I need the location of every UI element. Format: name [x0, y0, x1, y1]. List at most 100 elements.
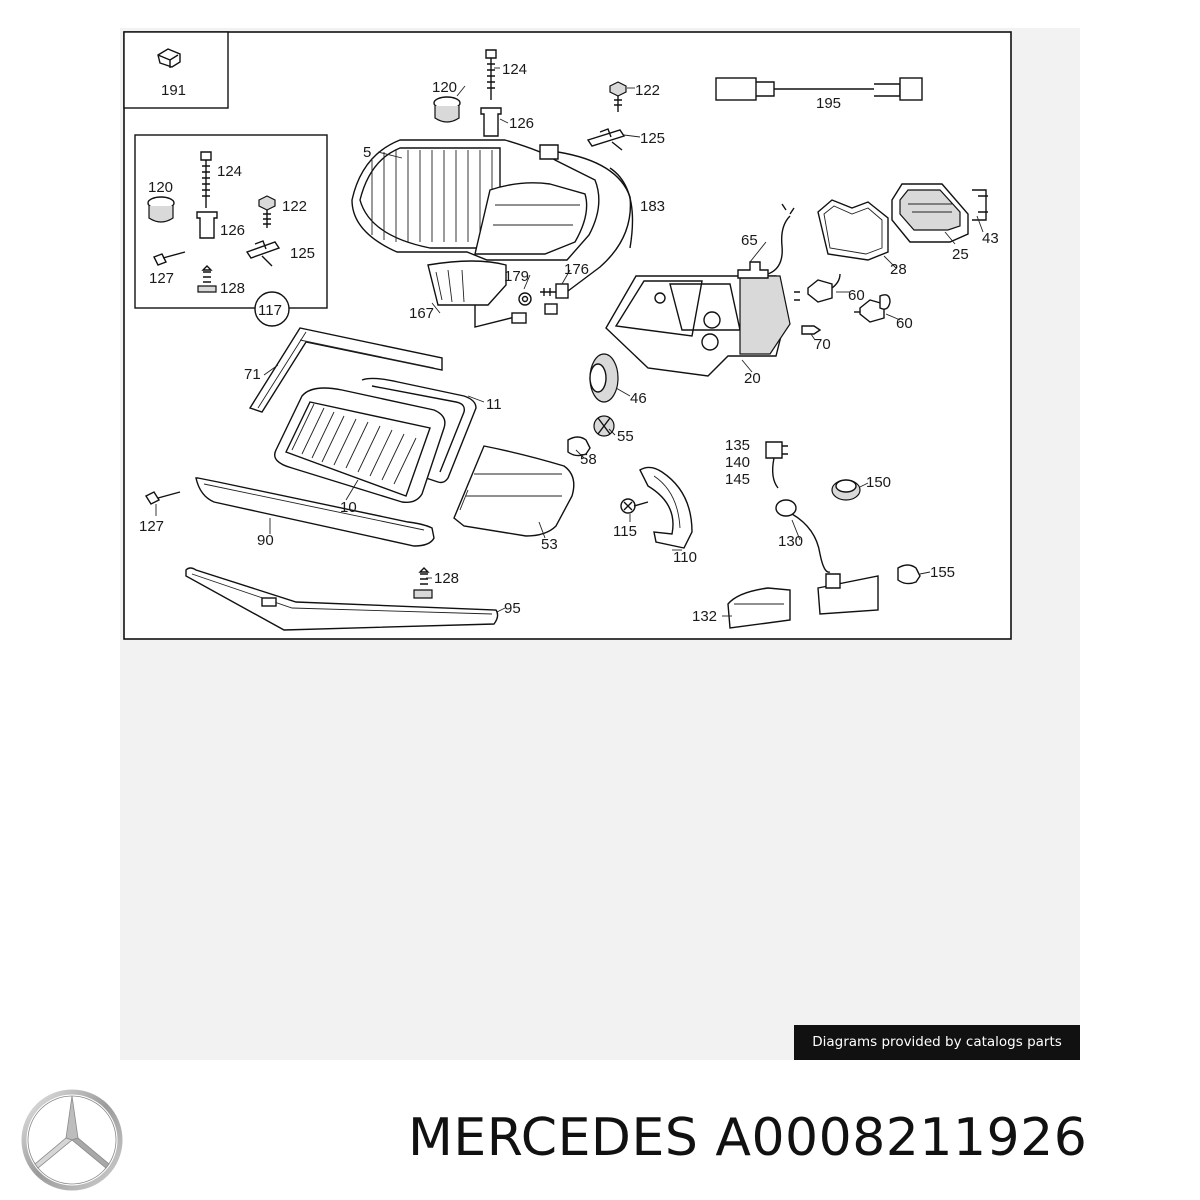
callout-125-top: 125 — [640, 130, 665, 147]
cap-46-icon — [589, 353, 619, 403]
bulb-155-icon — [897, 564, 921, 585]
callout-90: 90 — [257, 532, 274, 549]
screw-115-icon — [620, 498, 649, 514]
connector-cable-195-icon — [715, 77, 923, 101]
callout-43: 43 — [982, 230, 999, 247]
callout-circle-117 — [254, 291, 290, 327]
bulb-60-lower-icon — [854, 294, 891, 323]
bulb-58-icon — [567, 436, 591, 457]
seal-179-icon — [518, 292, 532, 306]
callout-127: 127 — [139, 518, 164, 535]
side-marker-lamp-icon — [817, 573, 879, 615]
mercedes-star-icon — [21, 1089, 123, 1191]
callout-128: 128 — [434, 570, 459, 587]
callout-132: 132 — [692, 608, 717, 625]
trim-strip-95-icon — [185, 567, 499, 631]
callout-5: 5 — [363, 144, 371, 161]
callout-128-inset: 128 — [220, 280, 245, 297]
callout-122-top: 122 — [635, 82, 660, 99]
screw-122-inset-icon — [258, 195, 276, 228]
signal-lens-53-icon — [453, 445, 575, 537]
grommet-130-icon — [775, 499, 831, 573]
callout-11: 11 — [486, 396, 502, 413]
trim-strip-90-icon — [195, 477, 435, 547]
bulb-60-upper-icon — [794, 273, 841, 303]
headlamp-assembly-5-icon — [351, 139, 632, 298]
trim-frame-71-icon — [248, 327, 443, 413]
callout-120-inset: 120 — [148, 179, 173, 196]
callout-110: 110 — [673, 549, 697, 566]
callout-167: 167 — [409, 305, 434, 322]
callout-179: 179 — [504, 268, 529, 285]
callout-115: 115 — [613, 523, 637, 540]
callout-60-lower: 60 — [896, 315, 913, 332]
callout-124-inset: 124 — [217, 163, 242, 180]
callout-126-top: 126 — [509, 115, 534, 132]
bulb-65-icon — [737, 203, 795, 279]
diagram-frame — [123, 31, 1012, 640]
callout-labels: 191 124 120 126 122 125 195 5 183 124 12… — [139, 61, 999, 625]
clip-125-icon — [586, 128, 626, 151]
grommet-120-icon — [433, 96, 461, 123]
callout-135: 135 — [725, 437, 750, 454]
callout-58: 58 — [580, 451, 597, 468]
bulb-holder-55-icon — [593, 415, 615, 437]
part-title: MERCEDES A0008211926 — [408, 1108, 1087, 1168]
callout-145: 145 — [725, 471, 750, 488]
leader-lines — [155, 67, 984, 617]
screw-127-inset-icon — [153, 251, 186, 266]
callout-183: 183 — [640, 198, 665, 215]
fog-lamp-167-icon — [427, 260, 527, 328]
callout-65: 65 — [741, 232, 758, 249]
callout-125-inset: 125 — [290, 245, 315, 262]
screw-127-icon — [144, 491, 181, 505]
gasket-25-icon — [891, 183, 969, 243]
gasket-28-icon — [817, 199, 889, 261]
holder-110-icon — [639, 466, 693, 549]
screw-128-inset-icon — [197, 265, 217, 293]
clip-126-inset-icon — [196, 211, 218, 239]
diagram-credit-label: Diagrams provided by catalogs parts — [794, 1025, 1080, 1060]
callout-122-inset: 122 — [282, 198, 307, 215]
callout-130: 130 — [778, 533, 803, 550]
callout-117: 117 — [258, 302, 282, 319]
screw-122-icon — [609, 81, 627, 112]
screw-124-icon — [485, 49, 497, 100]
headlamp-housing-20-icon — [605, 275, 791, 377]
inset-box-191 — [123, 31, 229, 109]
callout-120-top: 120 — [432, 79, 457, 96]
callout-155: 155 — [930, 564, 955, 581]
grommet-120-inset-icon — [147, 196, 175, 223]
socket-135-icon — [765, 441, 788, 489]
headlamp-lens-10-icon — [274, 387, 446, 504]
callout-124-top: 124 — [502, 61, 527, 78]
brand-name: MERCEDES — [408, 1108, 699, 1168]
callout-20: 20 — [744, 370, 761, 387]
callout-176: 176 — [564, 261, 589, 278]
clip-43-icon — [972, 189, 988, 221]
cap-150-icon — [831, 479, 861, 501]
bulb-70-icon — [801, 325, 822, 335]
screw-124-inset-icon — [200, 151, 212, 208]
callout-53: 53 — [541, 536, 558, 553]
callout-46: 46 — [630, 390, 647, 407]
callout-70: 70 — [814, 336, 831, 353]
callout-150: 150 — [866, 474, 891, 491]
callout-10: 10 — [340, 499, 357, 516]
callout-55: 55 — [617, 428, 634, 445]
callout-127-inset: 127 — [149, 270, 174, 287]
part-number: A0008211926 — [715, 1108, 1088, 1168]
cable-183-icon — [609, 167, 634, 249]
screw-128-icon — [413, 567, 433, 599]
callout-95: 95 — [504, 600, 521, 617]
callout-60-upper: 60 — [848, 287, 865, 304]
clip-191-icon — [157, 48, 181, 68]
clip-125-inset-icon — [245, 240, 281, 267]
callout-28: 28 — [890, 261, 907, 278]
callout-140: 140 — [725, 454, 750, 471]
side-marker-lens-132-icon — [727, 587, 791, 629]
callout-191: 191 — [161, 82, 186, 99]
callout-25: 25 — [952, 246, 969, 263]
callout-126-inset: 126 — [220, 222, 245, 239]
